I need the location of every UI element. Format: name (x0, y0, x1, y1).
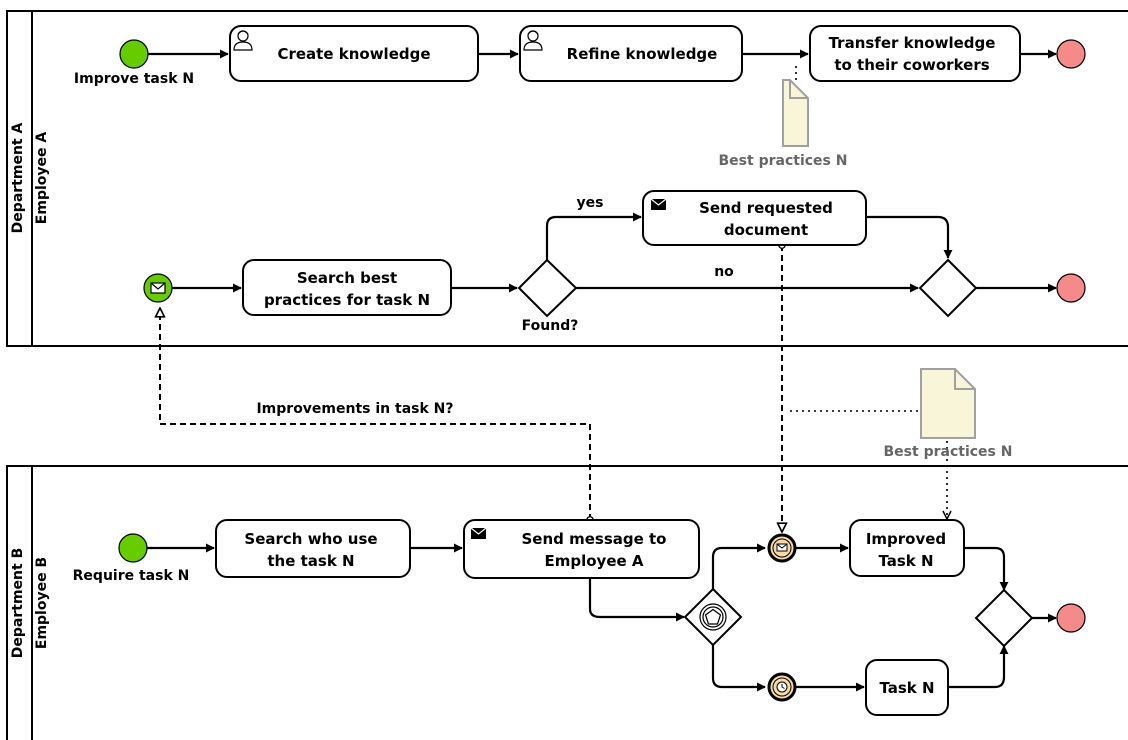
task-label-line1: Send message to (521, 530, 666, 548)
envelope-icon (650, 198, 667, 210)
message-flow-label: Improvements in task N? (256, 401, 453, 417)
data-object-label-middle: Best practices N (884, 444, 1013, 460)
task-label-line2: Task N (878, 552, 933, 570)
user-icon (523, 30, 543, 51)
task-send-requested-document[interactable]: Send requested document (642, 190, 867, 246)
task-label-line1: Improved (866, 530, 946, 548)
task-label-line2: practices for task N (264, 291, 430, 309)
gateway-merge-a[interactable] (918, 258, 978, 318)
gateway-merge-b[interactable] (974, 588, 1034, 648)
pool-label-department-b: Department B (10, 548, 26, 658)
user-icon (233, 30, 253, 51)
task-label-line1: Transfer knowledge (829, 34, 996, 52)
lane-label-employee-a: Employee A (34, 132, 50, 225)
message-flows (160, 245, 782, 532)
gateway-event-based[interactable] (683, 587, 743, 647)
flow-label-no: no (714, 264, 734, 280)
associations (790, 66, 947, 519)
events: Improve task N Require task N (73, 39, 1086, 702)
data-object-label-top: Best practices N (719, 153, 848, 169)
pool-label-department-a: Department A (10, 123, 26, 234)
pentagon-icon (704, 608, 722, 625)
clock-icon (776, 681, 788, 693)
envelope-icon (470, 527, 487, 539)
task-search-best-practices[interactable]: Search best practices for task N (242, 259, 452, 316)
sequence-flows (147, 49, 1057, 692)
intermediate-timer-event (767, 672, 797, 702)
flow-label-yes: yes (577, 195, 604, 211)
task-improved-task-n[interactable]: Improved Task N (849, 519, 965, 577)
gateway-found[interactable] (517, 258, 578, 318)
task-label: Create knowledge (277, 45, 430, 63)
gateway-label-found: Found? (522, 318, 579, 334)
data-object-best-practices-top[interactable] (782, 79, 809, 147)
intermediate-message-event (767, 533, 797, 563)
end-event-a-top (1056, 39, 1086, 69)
pool-department-b: Department B Employee B (6, 465, 1128, 740)
task-label-line1: Search best (297, 269, 397, 287)
task-label-line1: Search who use (244, 530, 377, 548)
task-search-who-use[interactable]: Search who use the task N (215, 519, 411, 578)
task-label: Refine knowledge (567, 45, 718, 63)
envelope-icon (776, 543, 788, 552)
envelope-icon (150, 282, 166, 294)
task-task-n[interactable]: Task N (865, 659, 949, 716)
lane-label-employee-b: Employee B (34, 557, 50, 649)
data-object-best-practices-middle[interactable] (920, 368, 976, 439)
task-label-line2: Employee A (544, 552, 643, 570)
task-label-line1: Send requested (699, 199, 833, 217)
task-label: Task N (879, 679, 934, 697)
start-event-require-task (118, 533, 148, 563)
task-send-message[interactable]: Send message to Employee A (463, 519, 700, 579)
task-create-knowledge[interactable]: Create knowledge (229, 25, 479, 82)
task-label-line2: document (724, 221, 808, 239)
message-start-event (143, 273, 173, 303)
start-event-label-improve-task: Improve task N (74, 71, 194, 87)
task-label-line2: to their coworkers (834, 56, 989, 74)
end-event-b (1056, 603, 1086, 633)
task-label-line2: the task N (267, 552, 354, 570)
end-event-a-bottom (1056, 273, 1086, 303)
task-transfer-knowledge[interactable]: Transfer knowledge to their coworkers (809, 25, 1021, 82)
task-refine-knowledge[interactable]: Refine knowledge (519, 25, 743, 82)
start-event-label-require-task: Require task N (73, 568, 190, 584)
start-event-improve-task (119, 39, 149, 69)
